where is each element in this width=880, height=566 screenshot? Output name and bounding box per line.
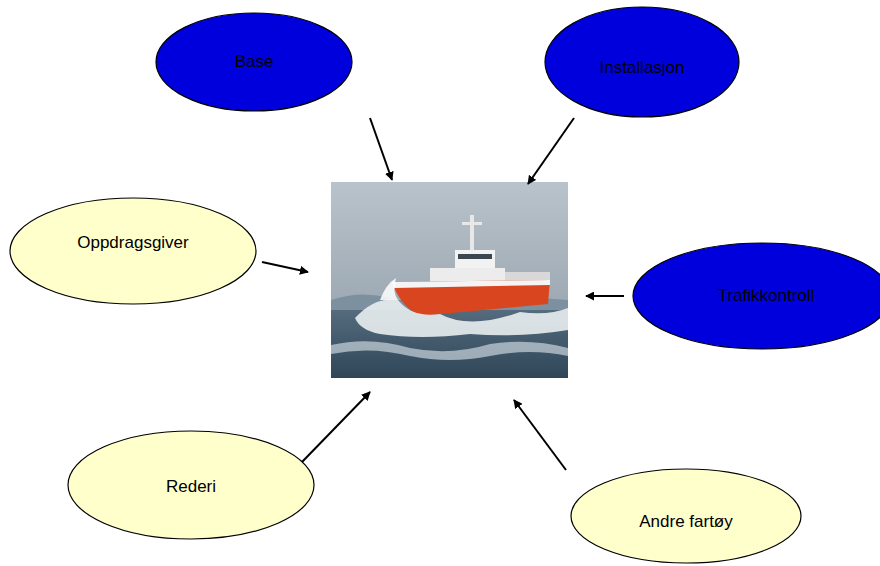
ship-photo (331, 182, 568, 378)
arrow-line (370, 118, 392, 180)
sea-wave (331, 341, 568, 360)
arrow-line (586, 295, 624, 297)
blue-ellipse: Installasjon (544, 6, 740, 118)
ellipse-shape (545, 7, 739, 117)
arrows (262, 118, 624, 470)
ellipse-shape (156, 13, 352, 111)
node-label: Andre fartøy (639, 512, 733, 532)
photo-sky (331, 182, 568, 378)
yellow-ellipse: Oppdragsgiver (9, 197, 257, 305)
sea-foam (355, 299, 568, 337)
ellipse-shape (10, 198, 256, 304)
arrow-line (262, 262, 308, 272)
node-label: Base (235, 52, 274, 72)
node-label: Installasjon (599, 58, 684, 78)
ship-mast (470, 215, 474, 255)
node-label: Trafikkontroll (718, 286, 815, 306)
yellow-ellipse: Andre fartøy (570, 468, 802, 564)
node-label: Rederi (166, 477, 216, 497)
arrow-line (514, 400, 566, 470)
blue-ellipse: Base (155, 12, 353, 112)
arrow-line (528, 118, 574, 184)
node-label: Oppdragsgiver (77, 233, 189, 253)
yellow-ellipse: Rederi (67, 430, 315, 540)
ellipse-shape (68, 431, 314, 539)
ship-mast-yard (462, 222, 482, 225)
ship-rail (392, 280, 550, 288)
ship-windows (458, 254, 492, 259)
bow-spray (380, 278, 398, 300)
ellipse-shape (633, 243, 880, 349)
arrow-line (302, 392, 370, 462)
blue-ellipse: Trafikkontroll (632, 242, 880, 350)
ellipse-shape (571, 469, 801, 563)
ship-hull (392, 280, 550, 316)
